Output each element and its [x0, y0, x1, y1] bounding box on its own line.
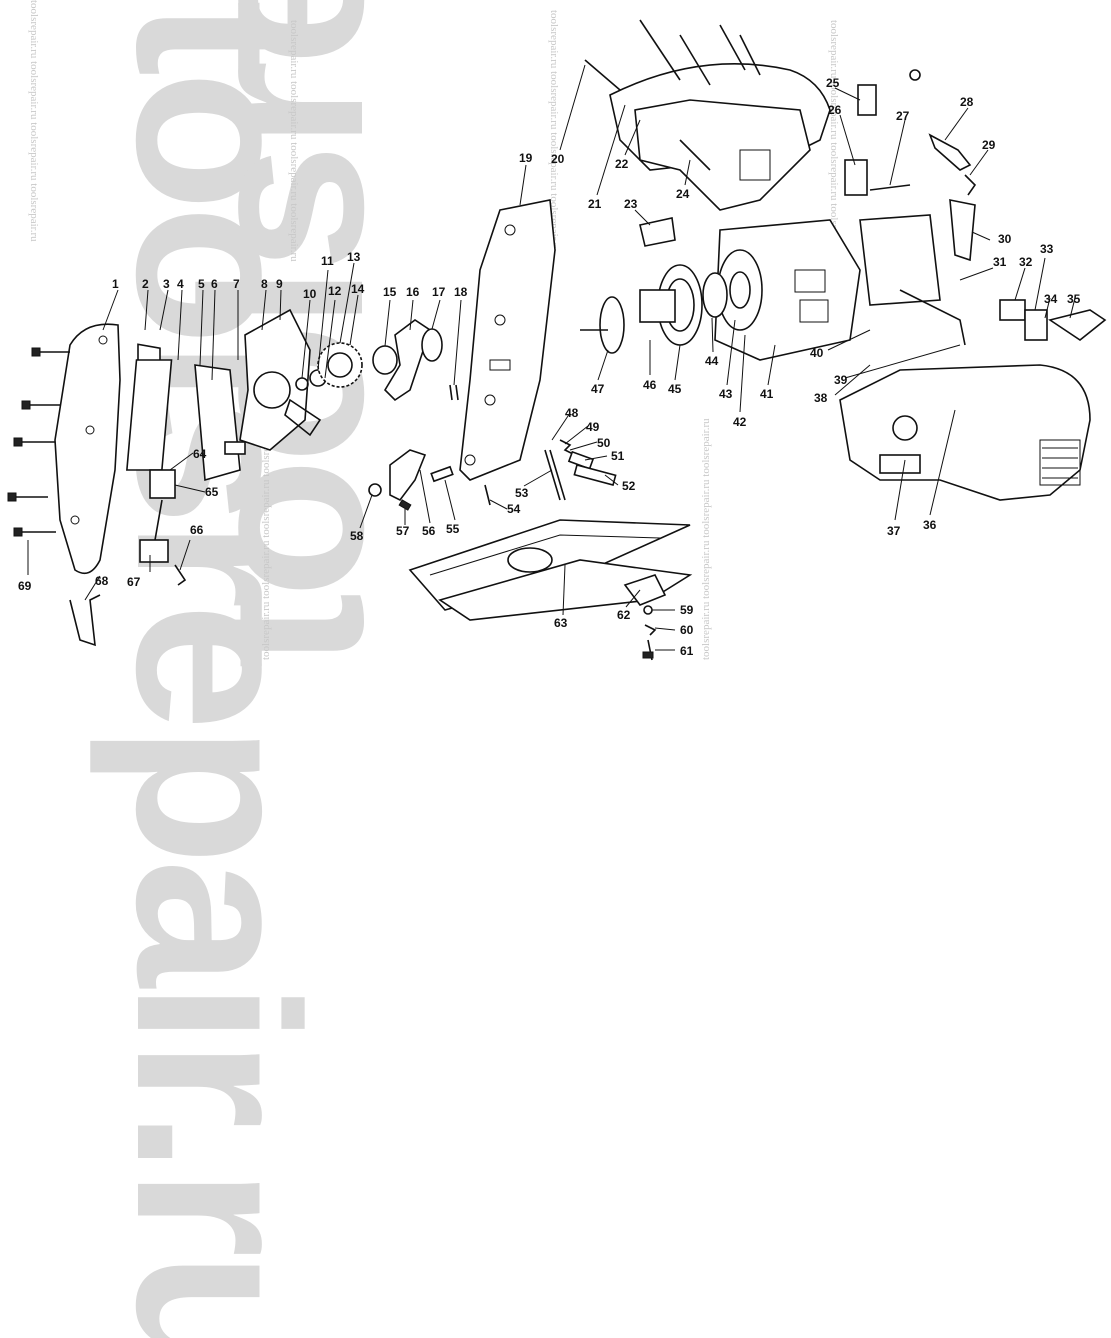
part-label-39: 39 [834, 373, 848, 387]
part-label-67: 67 [127, 575, 141, 589]
leader-lines [27, 64, 1076, 651]
part-label-47: 47 [591, 382, 605, 396]
part-label-27: 27 [896, 109, 910, 123]
part-label-51: 51 [611, 449, 625, 463]
part-label-48: 48 [565, 406, 579, 420]
part-label-40: 40 [810, 346, 824, 360]
part-label-37: 37 [887, 524, 901, 538]
part-label-36: 36 [923, 518, 937, 532]
part-label-62: 62 [617, 608, 631, 622]
part-label-34: 34 [1044, 292, 1058, 306]
part-label-65: 65 [205, 485, 219, 499]
screws-left [7, 347, 70, 537]
rear-housing [839, 364, 1091, 501]
part-label-15: 15 [383, 285, 397, 299]
part-labels: 1 2 3 4 5 6 7 8 9 10 11 12 13 14 15 16 1… [18, 76, 1081, 658]
gear-housing-plate [459, 199, 556, 481]
part-label-24: 24 [676, 187, 690, 201]
part-label-60: 60 [680, 623, 694, 637]
part-label-3: 3 [163, 277, 170, 291]
base-plate [408, 519, 693, 661]
part-label-8: 8 [261, 277, 268, 291]
part-label-35: 35 [1067, 292, 1081, 306]
part-label-2: 2 [142, 277, 149, 291]
lever-parts [368, 439, 617, 511]
handle-assembly [584, 19, 831, 247]
part-label-41: 41 [760, 387, 774, 401]
part-label-10: 10 [303, 287, 317, 301]
part-label-69: 69 [18, 579, 32, 593]
gear-assembly [284, 319, 459, 437]
part-label-14: 14 [351, 282, 365, 296]
part-label-64: 64 [193, 447, 207, 461]
part-label-45: 45 [668, 382, 682, 396]
part-label-44: 44 [705, 354, 719, 368]
spring-clip-part [69, 594, 101, 647]
part-label-66: 66 [190, 523, 204, 537]
part-label-21: 21 [588, 197, 602, 211]
part-label-30: 30 [998, 232, 1012, 246]
part-label-11: 11 [321, 254, 334, 268]
part-label-49: 49 [586, 420, 600, 434]
plates-group [126, 308, 311, 586]
part-label-20: 20 [551, 152, 565, 166]
part-label-29: 29 [982, 138, 996, 152]
part-label-46: 46 [643, 378, 657, 392]
part-label-38: 38 [814, 391, 828, 405]
part-label-19: 19 [519, 151, 533, 165]
part-label-9: 9 [276, 277, 283, 291]
part-label-33: 33 [1040, 242, 1054, 256]
part-label-17: 17 [432, 285, 446, 299]
part-label-61: 61 [680, 644, 694, 658]
part-label-16: 16 [406, 285, 420, 299]
parts-drawing: 1 2 3 4 5 6 7 8 9 10 11 12 13 14 15 16 1… [7, 19, 1107, 661]
part-label-59: 59 [680, 603, 694, 617]
part-label-7: 7 [233, 277, 240, 291]
part-label-4: 4 [177, 277, 184, 291]
part-label-53: 53 [515, 486, 529, 500]
part-label-23: 23 [624, 197, 638, 211]
part-label-54: 54 [507, 502, 521, 516]
part-label-31: 31 [993, 255, 1007, 269]
part-label-43: 43 [719, 387, 733, 401]
part-label-13: 13 [347, 250, 361, 264]
part-label-22: 22 [615, 157, 629, 171]
motor-assembly [580, 219, 861, 361]
side-cover-part [54, 323, 121, 575]
part-label-56: 56 [422, 524, 436, 538]
switch-assembly [844, 69, 1107, 346]
part-label-1: 1 [112, 277, 119, 291]
part-label-25: 25 [826, 76, 840, 90]
part-label-26: 26 [828, 103, 842, 117]
part-label-12: 12 [328, 284, 342, 298]
part-label-6: 6 [211, 277, 218, 291]
part-label-32: 32 [1019, 255, 1033, 269]
part-label-28: 28 [960, 95, 974, 109]
part-label-52: 52 [622, 479, 636, 493]
part-label-57: 57 [396, 524, 410, 538]
part-label-58: 58 [350, 529, 364, 543]
part-label-5: 5 [198, 277, 205, 291]
part-label-42: 42 [733, 415, 747, 429]
exploded-parts-diagram: toolsrepair.ru toolsrepair.ru toolsrepai… [7, 0, 1107, 1338]
part-label-18: 18 [454, 285, 468, 299]
part-label-68: 68 [95, 574, 109, 588]
part-label-50: 50 [597, 436, 611, 450]
part-label-63: 63 [554, 616, 568, 630]
part-label-55: 55 [446, 522, 460, 536]
